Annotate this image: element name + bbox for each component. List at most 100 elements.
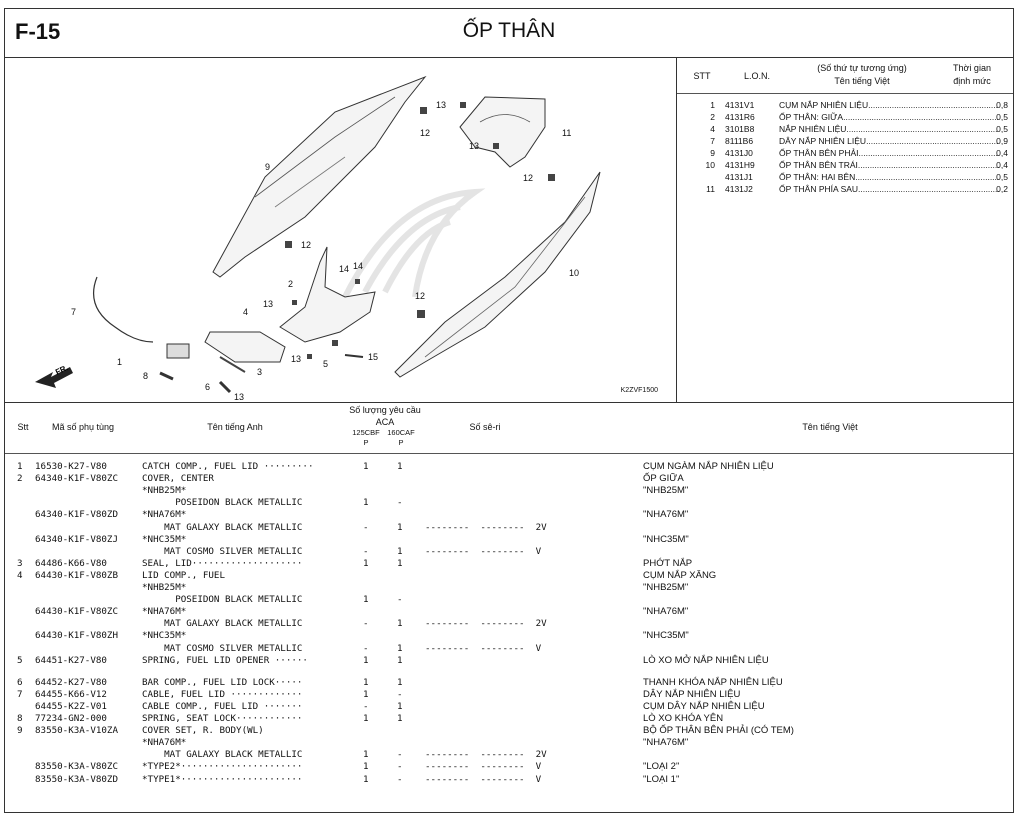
legend-time: 0,5 [996,124,1008,134]
diagram-code: K2ZVF1500 [620,387,658,394]
row-name-vn: PHỚT NẮP [643,557,693,569]
row-qty-a: 1 [363,676,369,688]
callout-1: 1 [117,357,122,367]
row-qty-b: 1 [397,461,403,472]
legend-time: 0,5 [996,172,1008,182]
row-qty-a: 1 [363,773,369,785]
table-row: MAT COSMO SILVER METALLIC-1-------- ----… [5,643,1013,655]
row-qty-a: 1 [363,688,369,700]
row-part-no: 64340-K1F-V80ZD [35,509,118,521]
row-stt: 8 [17,713,23,724]
row-name-en: CABLE COMP., FUEL LID ······· [142,700,303,712]
callout-12b: 12 [523,173,533,183]
legend-lon: 4131H9 [725,160,755,170]
row-part-no: 64430-K1F-V80ZC [35,606,118,618]
row-qty-b: 1 [397,618,403,630]
exploded-diagram: FR. 1 2 4 5 6 7 8 9 10 11 12 12 12 12 13… [5,57,677,403]
table-row: 64340-K1F-V80ZD*NHA76M*"NHA76M" [5,509,1013,521]
row-name-vn: "NHC35M" [643,630,689,642]
row-part-no: 64455-K2Z-V01 [35,700,107,712]
legend-name: ỐP THÂN BÊN PHẢI........................… [779,148,999,158]
row-name-vn: LÒ XO KHÓA YÊN [643,713,724,724]
legend-stt: 10 [705,160,715,170]
row-qty-b: - [397,761,403,773]
row-part-no: 64486-K66-V80 [35,557,107,569]
row-serial: -------- -------- V [425,642,542,654]
legend-lon: 4131J2 [725,184,753,194]
callout-15: 15 [368,352,378,362]
col-qty-pa: P [363,438,369,447]
row-name-en: CATCH COMP., FUEL LID ········· [142,461,314,472]
legend-time: 0,4 [996,160,1008,170]
table-row: *NHA76M*"NHA76M" [5,737,1013,749]
page-header: F-15 ỐP THÂN [5,9,1013,58]
row-name-en: SEAL, LID···················· [142,557,303,569]
row-name-en: *TYPE2*······················ [142,761,303,773]
row-name-en: BAR COMP., FUEL LID LOCK····· [142,676,303,688]
legend-name: ỐP THÂN: GIỮA...........................… [779,112,999,122]
row-qty-b: 1 [397,642,403,654]
row-qty-b: - [397,688,403,700]
part-1-catch [166,343,190,359]
table-row: MAT GALAXY BLACK METALLIC - 1 -------- ----… [5,618,1013,630]
section-code: F-15 [15,19,61,44]
row-part-no: 83550-K3A-V80ZD [35,773,118,785]
callout-3: 3 [257,367,262,377]
row-name-vn: DÂY NẮP NHIÊN LIỆU [643,688,741,700]
row-name-vn: CỤM DÂY NẮP NHIÊN LIỆU [643,700,765,712]
legend-header-time-1: Thời gian [953,63,991,73]
row-qty-a: 1 [363,654,369,666]
table-row: 64430-K1F-V80ZC*NHA76M*"NHA76M" [5,606,1013,618]
callout-13a: 13 [436,100,446,110]
row-part-no: 64430-K1F-V80ZH [35,630,118,642]
part-4-fuel-lid [204,331,286,363]
legend-header: STT L.O.N. (Số thứ tự tương ứng) Tên tiế… [677,57,1013,94]
callout-10: 10 [569,268,579,278]
col-qty-title: Số lượng yêu cầu [349,405,421,415]
row-name-vn: THANH KHÓA NẮP NHIÊN LIỆU [643,676,783,688]
table-row: 64455-K2Z-V01 CABLE COMP., FUEL LID ·····… [5,701,1013,713]
col-part-no: Mã số phụ tùng [51,422,115,432]
page-title: ỐP THÂN [462,19,556,42]
callout-12c: 12 [301,240,311,250]
callout-12a: 12 [420,128,430,138]
table-row: *NHB25M*"NHB25M" [5,582,1013,594]
row-name-en: MAT COSMO SILVER METALLIC [142,545,303,557]
col-qty-b: 160CAF [387,428,415,437]
legend-time: 0,5 [996,112,1008,122]
row-name-en: COVER SET, R. BODY(WL) [142,725,264,737]
callout-14b: 14 [353,261,363,271]
row-name-en: MAT GALAXY BLACK METALLIC [142,618,303,630]
row-name-en: *NHB25M* [142,485,187,497]
fasteners [285,102,555,359]
row-qty-a: - [363,618,369,630]
labor-time-legend: STT L.O.N. (Số thứ tự tương ứng) Tên tiế… [677,57,1013,403]
legend-lon: 4131J1 [725,172,753,182]
table-row: *NHB25M*"NHB25M" [5,485,1013,497]
callout-5: 5 [323,359,328,369]
row-serial: -------- -------- 2V [425,618,547,630]
legend-stt: 7 [710,136,715,146]
callout-11: 11 [562,128,571,138]
col-serial: Số sê-ri [469,422,501,432]
legend-header-stt: STT [693,71,711,81]
row-name-vn: "LOẠI 1" [643,773,680,785]
col-name-vn: Tên tiếng Việt [802,422,858,432]
part-8-spring [159,371,174,381]
row-serial: -------- -------- V [425,761,542,773]
row-qty-a: - [363,545,369,557]
legend-stt: 1 [710,100,715,110]
callout-13b: 13 [469,141,479,151]
legend-time: 0,4 [996,148,1008,158]
